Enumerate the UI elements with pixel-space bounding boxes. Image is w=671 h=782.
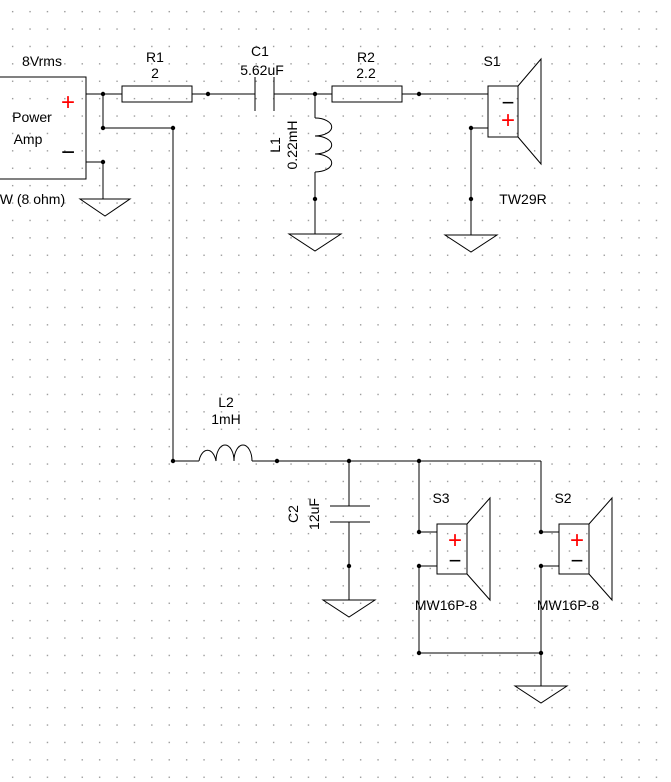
power-amp[interactable]: 8Vrms Power Amp + − 8W (8 ohm) xyxy=(0,53,87,207)
s2-minus-icon: − xyxy=(571,548,584,573)
r1-ref-label: R1 xyxy=(146,49,164,65)
speaker-s2-magnet xyxy=(558,523,590,575)
resistor-r2-body xyxy=(331,85,403,103)
speaker-s3-magnet xyxy=(436,523,468,575)
r2-ref-label: R2 xyxy=(357,49,375,65)
speaker-s1-cone xyxy=(517,57,542,166)
amp-name-line1: Power xyxy=(12,109,52,125)
c2-value-label: 12uF xyxy=(306,498,322,530)
l1-value-label: 0.22mH xyxy=(284,120,300,169)
s1-ref-label: S1 xyxy=(483,53,500,69)
amp-plus-icon: + xyxy=(61,89,75,116)
amp-name-line2: Amp xyxy=(14,131,43,147)
r1-value-label: 2 xyxy=(151,65,159,81)
resistor-r1-body xyxy=(121,85,193,103)
l2-value-label: 1mH xyxy=(211,411,241,427)
resistor-r2[interactable]: R2 2.2 xyxy=(331,49,403,103)
s1-model-label: TW29R xyxy=(499,191,546,207)
inductor-l2-coil xyxy=(198,444,253,462)
c2-ref-label: C2 xyxy=(285,505,301,523)
resistor-r1[interactable]: R1 2 xyxy=(121,49,193,103)
inductor-l1[interactable]: L1 0.22mH xyxy=(267,117,333,173)
speaker-s3-cone xyxy=(466,496,491,602)
c1-value-label: 5.62uF xyxy=(240,62,284,78)
amp-power-label: 8W (8 ohm) xyxy=(0,191,65,207)
s3-plus-icon: + xyxy=(448,527,462,554)
l2-ref-label: L2 xyxy=(218,394,234,410)
s2-model-label: MW16P-8 xyxy=(537,597,599,613)
r2-value-label: 2.2 xyxy=(356,65,376,81)
ground-icon-amp xyxy=(78,198,132,217)
amp-minus-icon: − xyxy=(61,139,75,166)
ground-icon-c2 xyxy=(321,599,377,618)
speaker-s2-cone xyxy=(588,496,613,602)
inductor-l1-coil xyxy=(314,117,333,173)
ground-icon-woofers xyxy=(513,685,569,704)
speaker-s3[interactable]: + − S3 MW16P-8 xyxy=(415,490,491,613)
ground-icon-l1 xyxy=(287,233,343,252)
junction-dots xyxy=(100,91,544,656)
speaker-s2[interactable]: + − S2 MW16P-8 xyxy=(537,490,613,613)
speaker-s1[interactable]: − + S1 TW29R xyxy=(483,53,546,207)
s2-ref-label: S2 xyxy=(554,490,571,506)
s2-plus-icon: + xyxy=(570,527,584,554)
inductor-l2[interactable]: L2 1mH xyxy=(198,394,253,462)
s3-model-label: MW16P-8 xyxy=(415,597,477,613)
capacitor-c2-plates xyxy=(330,505,370,523)
amp-voltage-label: 8Vrms xyxy=(22,53,62,69)
capacitor-c2[interactable]: C2 12uF xyxy=(285,498,370,530)
s1-minus-icon: − xyxy=(502,90,515,115)
c1-ref-label: C1 xyxy=(251,43,269,59)
s1-plus-icon: + xyxy=(501,107,515,134)
s3-ref-label: S3 xyxy=(432,490,449,506)
capacitor-c1[interactable]: C1 5.62uF xyxy=(240,43,284,111)
ground-icon-s1 xyxy=(443,234,499,253)
capacitor-c1-plates xyxy=(254,77,275,111)
power-amp-box xyxy=(0,76,87,180)
ground-symbols xyxy=(78,198,569,704)
speaker-s1-magnet xyxy=(487,85,519,138)
l1-ref-label: L1 xyxy=(267,137,283,153)
s3-minus-icon: − xyxy=(449,548,462,573)
